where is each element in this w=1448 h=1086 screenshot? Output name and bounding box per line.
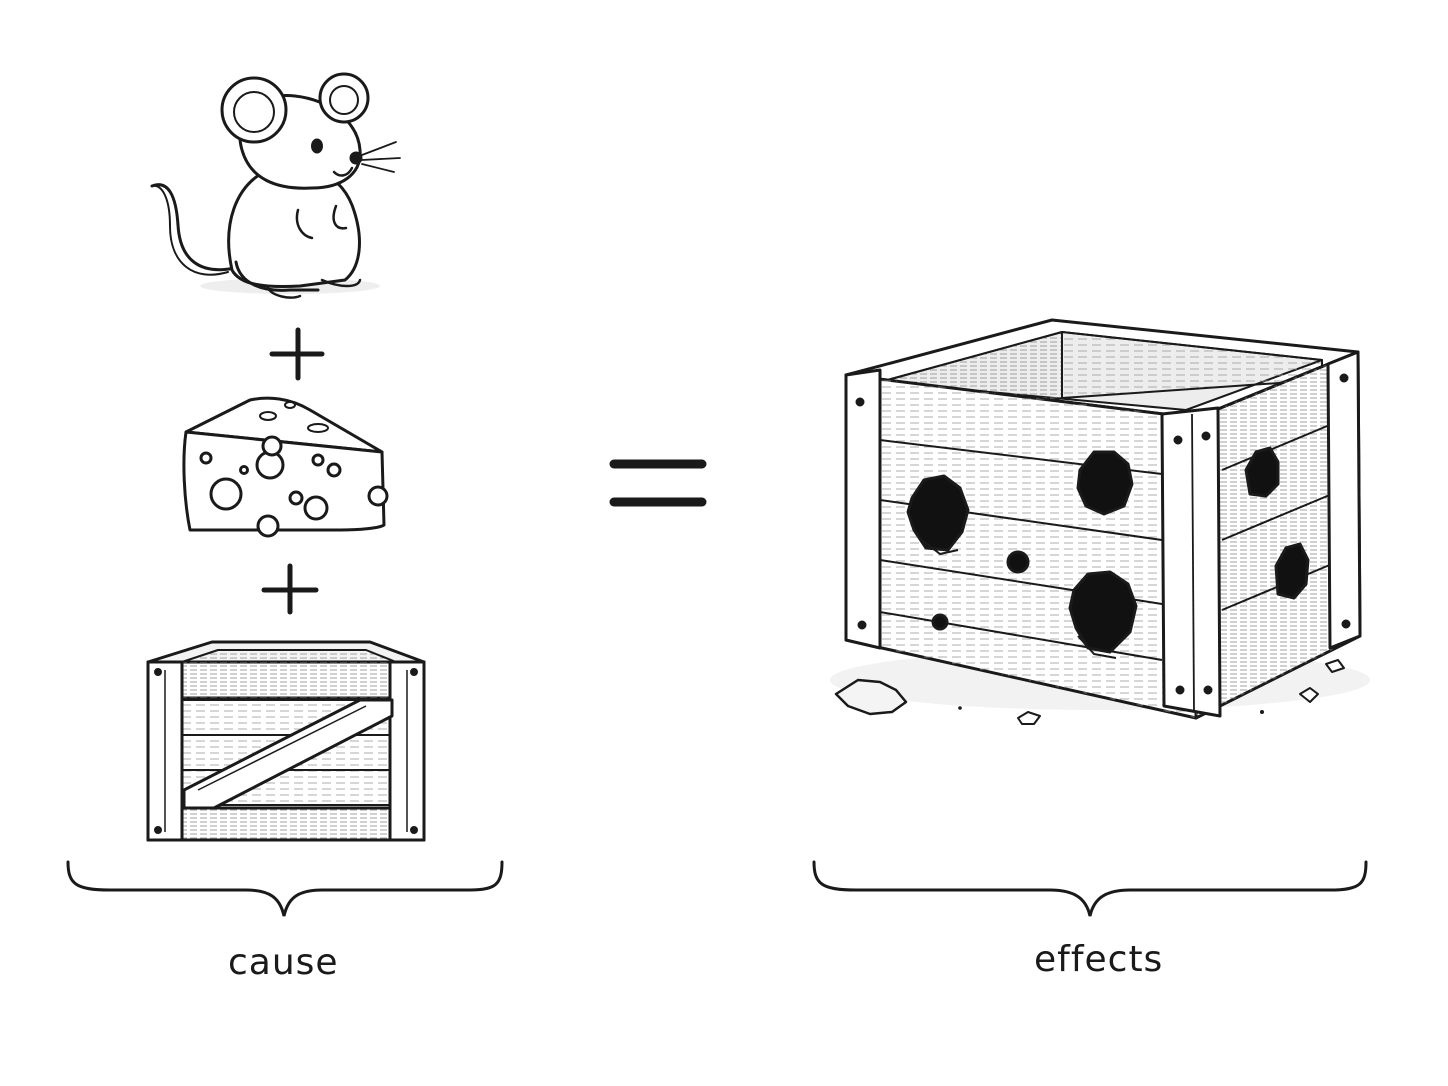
cause-brace [66,860,504,917]
plus-operator-1 [269,327,325,381]
crate-with-holes-icon [830,318,1370,725]
plus-operator-2 [261,563,319,615]
cause-label: cause [228,942,339,983]
effects-label: effects [1034,939,1164,980]
cheese-icon [182,396,389,538]
mouse-icon [150,72,401,299]
effects-brace [812,860,1368,917]
closed-crate-icon [146,640,426,842]
equals-operator [609,459,707,507]
